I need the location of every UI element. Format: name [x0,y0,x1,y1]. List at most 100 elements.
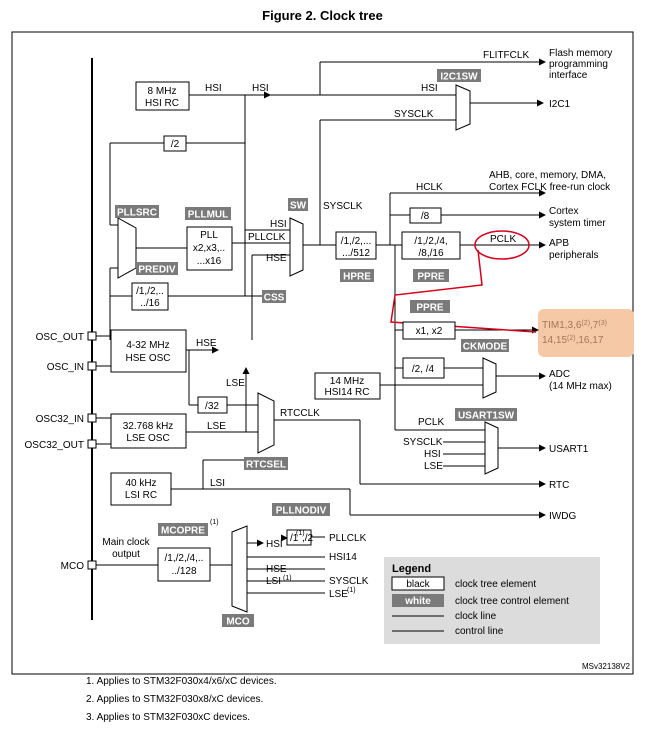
pllmul-tag: PLLMUL [188,210,229,221]
label-boxes-hsi_rc-1: HSI RC [145,98,179,109]
tim-label-line1: TIM1,3,6(2),7(3) [542,320,607,331]
label-outputs-cortex-0: Cortex [549,206,578,217]
label-signals-mco_pllclk: PLLCLK [329,533,367,544]
tim-label-line1-part: TIM1,3,6 [542,320,582,331]
label-signals-mco_hse: HSE [266,564,287,575]
label-pins-mco: MCO [61,561,85,572]
label-boxes-hsi_rc-0: 8 MHz [148,86,177,97]
label-signals-mco_sysclk: SYSCLK [329,576,369,587]
label-outputs-rtc: RTC [549,480,569,491]
clock-lines [91,58,546,620]
i2c1sw-tag: I2C1SW [440,72,478,83]
footnote-2: 2. Applies to STM32F030x8/xC devices. [86,694,264,705]
sw-tag-bg [288,198,308,211]
label-boxes-hse_osc-1: HSE OSC [125,353,170,364]
label-signals-mco_lsi_sup: (1) [283,575,292,582]
label-outputs-iwdg: IWDG [549,511,576,522]
clock-boxes [110,81,461,582]
sw-mux [289,217,304,277]
prediv-tag: PREDIV [138,265,176,276]
label-signals-lse_usart: LSE [424,461,443,472]
label-main_clock_output-1: output [112,549,140,560]
label-signals-mco_lsi: LSI [266,576,281,587]
label-boxes-prediv_div-0: /1,/2,.. [136,286,164,297]
label-boxes-hsi14_rc-1: HSI14 RC [324,387,369,398]
label-boxes-pll-0: PLL [200,230,218,241]
tim-label-line2: 14,15(2),16,17 [542,335,604,346]
tim-label-line2-part: ,16,17 [576,335,604,346]
label-boxes-hpre_div-0: /1,/2,... [341,236,372,247]
tim-label-line2-part: (2) [567,335,576,342]
label-boxes-lsi_rc-1: LSI RC [125,490,157,501]
label-legend-white_box: white [404,596,431,607]
muxes [117,84,499,613]
label-boxes-lse_osc-1: LSE OSC [126,433,169,444]
tim-label-line1-part: ,7 [590,320,599,331]
label-legend-title: Legend [392,563,431,575]
label-signals-hsi_usart: HSI [424,449,441,460]
label-signals-sysclk_mid: SYSCLK [323,201,363,212]
css-tag-bg [262,290,286,303]
label-boxes-mco_div-0: /1,/2,/4,.. [165,553,204,564]
pllnodiv-tag: PLLNODIV [276,506,327,517]
pllsrc-mux [117,217,137,279]
ppre2-tag: PPRE [416,303,444,314]
label-boxes-lse_osc-0: 32.768 kHz [123,421,174,432]
label-signals-sysclk_usart: SYSCLK [403,437,443,448]
rtcsel-tag: RTCSEL [246,460,286,471]
label-boxes-ppre_div-0: /1,/2,/4, [414,236,447,247]
tim-label-line1-part: (2) [581,320,590,327]
label-signals-mco_lse: LSE [329,589,348,600]
label-signals-pclk: PCLK [490,234,516,245]
label-signals-hsi_a: HSI [205,83,222,94]
hpre-tag-bg [340,269,374,282]
label-legend-white_desc: clock tree control element [455,596,569,607]
label-ref: MSv32138V2 [582,662,631,671]
label-boxes-pll-1: x2,x3,.. [193,243,225,254]
label-legend-black_desc: clock tree element [455,579,536,590]
label-boxes-div2: /2 [171,139,180,150]
label-signals-hsi_i2c: HSI [421,83,438,94]
label-signals-hse_out: HSE [196,338,217,349]
label-boxes-ppre_div-1: /8,/16 [418,248,443,259]
footnote-1: 1. Applies to STM32F030x4/x6/xC devices. [86,676,277,687]
sw-tag: SW [290,201,307,212]
label-signals-pllclk: PLLCLK [248,232,286,243]
i2c1sw-tag-bg [437,69,481,82]
pllsrc-tag: PLLSRC [117,208,157,219]
figure-title: Figure 2. Clock tree [262,8,383,23]
label-boxes-pllnodiv_div: /1 [290,533,299,544]
pclk-annotation-line [390,249,537,333]
label-boxes-mco_div-1: ../128 [171,566,196,577]
tim-label-line2-part: 14,15 [542,335,567,346]
label-boxes-adc_div: /2, /4 [412,364,435,375]
label-boxes-hse_osc-0: 4-32 MHz [126,340,169,351]
label-main_clock_output-0: Main clock [102,537,150,548]
label-boxes-pll-2: ...x16 [197,256,222,267]
mcopre-footnote: (1) [210,519,219,526]
label-signals-pclk_usart: PCLK [418,417,444,428]
label-outputs-flash-1: programming [549,59,608,70]
label-outputs-adc-1: (14 MHz max) [549,381,612,392]
label-outputs-ahb-1: Cortex FCLK free-run clock [489,182,611,193]
usart1sw-tag-bg [455,408,517,421]
pllnodiv-tag-bg [272,503,330,516]
label-signals-rtcclk: RTCCLK [280,408,320,419]
pclk-circle [474,230,530,260]
label-boxes-lsi_rc-0: 40 kHz [125,478,156,489]
ckmode-mux [482,357,497,399]
label-boxes-prediv_div-1: ../16 [140,298,160,309]
label-legend-black_box: black [406,579,430,590]
label-outputs-adc-0: ADC [549,369,570,380]
label-legend-line1: clock line [455,611,497,622]
ppre-tag-bg [413,269,449,282]
rtcsel-tag-bg [244,457,288,470]
label-boxes-hpre_div-1: .../512 [342,248,370,259]
pllmul-tag-bg [185,207,231,220]
mco-tag-bg [222,614,254,627]
label-signals-mco_lse_sup: (1) [347,587,356,594]
mco-tag: MCO [226,617,250,628]
ckmode-tag-bg [461,339,509,352]
